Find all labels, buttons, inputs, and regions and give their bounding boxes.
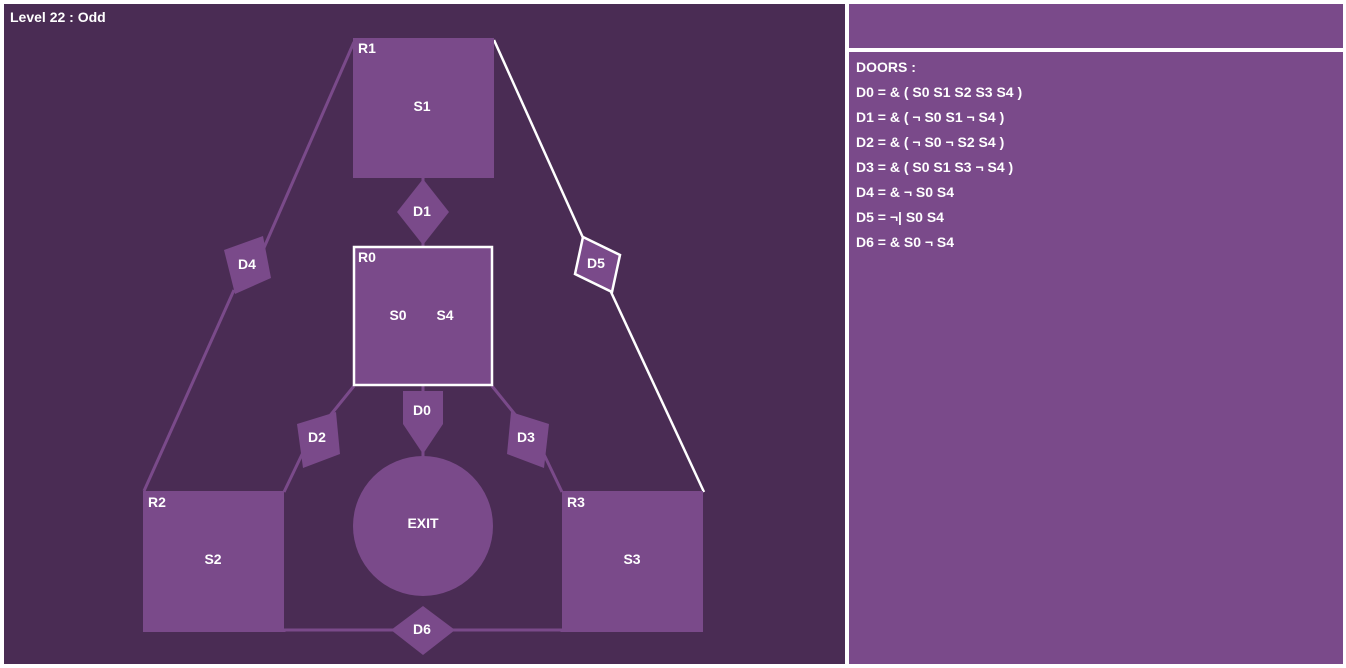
- room-r0-floor: [352, 245, 494, 387]
- door-d4-label: D4: [238, 256, 256, 272]
- game-board: R1 S1 R0 S0 S4 R2 S2 R3 S3 EXIT: [4, 4, 845, 664]
- door-d0[interactable]: D0: [403, 391, 443, 454]
- door-d2-label: D2: [308, 429, 326, 445]
- door-rule-d3: D3 = & ( S0 S1 S3 ¬ S4 ): [856, 159, 1014, 175]
- door-d1-shape: [397, 179, 449, 245]
- wire-r1-d5: [492, 39, 586, 241]
- door-rules-list: D0 = & ( S0 S1 S2 S3 S4 ) D1 = & ( ¬ S0 …: [856, 84, 1022, 259]
- exit-node[interactable]: EXIT: [353, 456, 493, 596]
- door-d5-label: D5: [587, 255, 605, 271]
- room-r1-label: R1: [358, 40, 376, 56]
- switch-s4[interactable]: S4: [436, 307, 453, 323]
- door-rule-d1: D1 = & ( ¬ S0 S1 ¬ S4 ): [856, 109, 1005, 125]
- level-title: Level 22 : Odd: [10, 9, 106, 25]
- room-r1-floor: [353, 38, 494, 178]
- door-rule-d6: D6 = & S0 ¬ S4: [856, 234, 955, 250]
- room-r2-floor: [143, 491, 284, 632]
- doors-heading: DOORS :: [856, 59, 916, 75]
- door-d6-shape: [391, 606, 455, 655]
- room-r2-label: R2: [148, 494, 166, 510]
- room-r2[interactable]: R2 S2: [143, 491, 284, 632]
- door-rule-d2: D2 = & ( ¬ S0 ¬ S2 S4 ): [856, 134, 1005, 150]
- door-d4-shape: [224, 236, 271, 294]
- switch-s1[interactable]: S1: [413, 98, 430, 114]
- door-d1[interactable]: D1: [397, 179, 449, 245]
- door-d3[interactable]: D3: [507, 412, 549, 468]
- exit-label: EXIT: [407, 515, 439, 531]
- door-d2-shape: [297, 412, 340, 468]
- door-d3-label: D3: [517, 429, 535, 445]
- level-map: R1 S1 R0 S0 S4 R2 S2 R3 S3 EXIT: [10, 9, 706, 655]
- room-r3[interactable]: R3 S3: [562, 491, 703, 632]
- info-header-panel: [849, 4, 1343, 48]
- room-r0-label: R0: [358, 249, 376, 265]
- doors-panel: DOORS : D0 = & ( S0 S1 S2 S3 S4 ) D1 = &…: [849, 52, 1343, 664]
- room-r1[interactable]: R1 S1: [353, 38, 494, 178]
- room-r3-label: R3: [567, 494, 585, 510]
- door-rule-d0: D0 = & ( S0 S1 S2 S3 S4 ): [856, 84, 1023, 100]
- switch-s0[interactable]: S0: [389, 307, 406, 323]
- door-d0-shape: [403, 391, 443, 454]
- door-d1-label: D1: [413, 203, 431, 219]
- door-d6[interactable]: D6: [391, 606, 455, 655]
- door-d5[interactable]: D5: [573, 235, 622, 294]
- room-r0[interactable]: R0 S0 S4: [352, 245, 494, 387]
- door-d2[interactable]: D2: [297, 412, 340, 468]
- switch-s3[interactable]: S3: [623, 551, 640, 567]
- wire-d4-r2: [142, 289, 236, 492]
- door-d6-label: D6: [413, 621, 431, 637]
- room-r3-floor: [562, 491, 703, 632]
- door-d4[interactable]: D4: [224, 236, 271, 294]
- door-rule-d5: D5 = ¬| S0 S4: [856, 209, 944, 225]
- door-d0-label: D0: [413, 402, 431, 418]
- switch-s2[interactable]: S2: [204, 551, 221, 567]
- exit-circle: [353, 456, 493, 596]
- wire-d5-r3: [609, 291, 706, 493]
- door-d5-shape: [573, 235, 622, 294]
- door-rule-d4: D4 = & ¬ S0 S4: [856, 184, 955, 200]
- wire-r1-d4: [261, 41, 356, 251]
- door-d3-shape: [507, 412, 549, 468]
